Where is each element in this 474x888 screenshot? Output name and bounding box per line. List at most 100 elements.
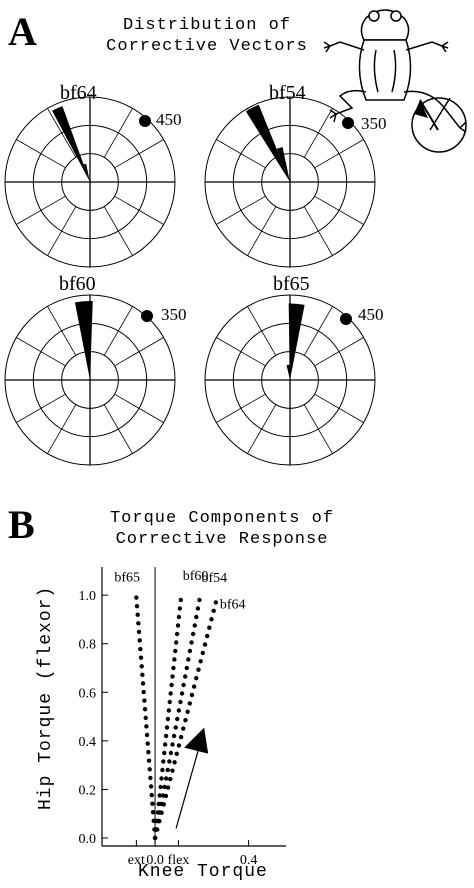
polar-spoke <box>247 306 277 356</box>
polar-wedge <box>276 147 290 182</box>
data-point <box>173 648 178 654</box>
data-point <box>138 655 144 660</box>
panel-a-title-line2: Corrective Vectors <box>106 37 308 56</box>
polar-wedge <box>245 104 290 182</box>
data-point <box>174 631 180 637</box>
data-point <box>163 793 169 799</box>
data-point <box>186 657 191 662</box>
data-point <box>159 810 164 815</box>
data-point <box>168 750 174 756</box>
data-point <box>202 642 208 647</box>
data-point <box>150 810 156 815</box>
series-bf60: bf60 <box>152 569 209 841</box>
panel-a-title: Distribution of Corrective Vectors <box>104 15 310 57</box>
polar-spoke <box>114 139 164 169</box>
panel-a-letter: A <box>8 9 37 54</box>
polar-spoke <box>47 108 77 158</box>
series-label: bf65 <box>114 571 140 586</box>
series-label: bf60 <box>183 569 209 584</box>
polar-plot-bf54 <box>204 96 376 268</box>
data-point <box>185 709 190 715</box>
polar-spoke <box>16 393 66 423</box>
polar-spoke <box>103 404 133 454</box>
panel-b-title-line1: Torque Components of <box>109 509 335 528</box>
panel-b-title: Torque Components of Corrective Response <box>92 508 352 550</box>
data-point <box>183 674 188 679</box>
polar-spoke <box>47 404 77 454</box>
polar-label-bf60: bf60 <box>59 273 96 295</box>
polar-spoke <box>303 404 333 454</box>
data-point <box>179 691 185 696</box>
data-point <box>167 699 172 705</box>
data-point <box>168 691 173 696</box>
y-tick-label: 0.6 <box>79 686 97 701</box>
polar-spoke <box>103 108 133 158</box>
scale-dot <box>342 117 354 129</box>
polar-spoke <box>16 195 66 225</box>
data-point <box>204 633 210 639</box>
data-point <box>140 681 146 686</box>
arrow-head <box>184 727 209 754</box>
data-point <box>144 732 150 738</box>
data-point <box>175 716 180 722</box>
data-point <box>140 672 145 678</box>
polar-spoke <box>103 206 133 256</box>
data-point <box>187 701 192 706</box>
polar-wedge <box>83 163 90 182</box>
data-point <box>137 638 142 643</box>
data-point <box>150 801 155 806</box>
data-point <box>155 827 160 832</box>
data-point <box>190 631 196 637</box>
data-point <box>184 665 189 671</box>
data-point <box>176 614 182 620</box>
polar-spoke <box>314 195 364 225</box>
data-point <box>164 725 170 730</box>
data-point <box>138 646 143 652</box>
data-point <box>144 724 149 729</box>
data-point <box>170 674 175 679</box>
data-point <box>177 606 183 611</box>
polar-plot-bf60 <box>4 294 176 466</box>
series-label: bf64 <box>220 597 246 612</box>
scale-dot <box>139 115 151 127</box>
data-point <box>171 733 177 739</box>
data-point <box>162 784 167 790</box>
panel-a-title-line1: Distribution of <box>122 16 292 35</box>
polar-spoke <box>103 306 133 356</box>
data-point <box>146 758 152 763</box>
data-point <box>163 733 169 739</box>
polar-spoke <box>216 195 266 225</box>
x-tick-label: 0.4 <box>240 853 258 868</box>
data-point <box>191 684 197 689</box>
data-point <box>174 751 179 757</box>
data-point <box>171 665 176 671</box>
data-point <box>170 768 175 773</box>
data-point <box>165 767 170 773</box>
data-point <box>167 759 172 764</box>
y-axis-title: Hip Torque (flexor) <box>36 585 56 810</box>
series-label: bf54 <box>201 571 227 586</box>
data-point <box>134 603 140 609</box>
data-point <box>189 640 194 645</box>
data-point <box>145 741 150 746</box>
data-point <box>207 625 212 630</box>
polar-spoke <box>216 393 266 423</box>
data-point <box>162 742 168 747</box>
data-point <box>136 621 141 626</box>
polar-spoke <box>314 393 364 423</box>
data-point <box>149 792 154 798</box>
data-point <box>173 640 179 645</box>
scale-dot <box>340 313 352 325</box>
data-point <box>157 818 162 824</box>
panel-b-title-line2: Corrective Response <box>115 530 329 549</box>
polar-spoke <box>314 337 364 367</box>
data-point <box>200 650 206 656</box>
x-tick-label: flex <box>168 853 190 868</box>
series-bf54: bf54 <box>152 571 227 841</box>
scale-label-bf54: 350 <box>361 114 387 133</box>
data-point <box>211 608 216 614</box>
scale-label-bf65: 450 <box>358 305 384 324</box>
data-point <box>151 818 156 824</box>
